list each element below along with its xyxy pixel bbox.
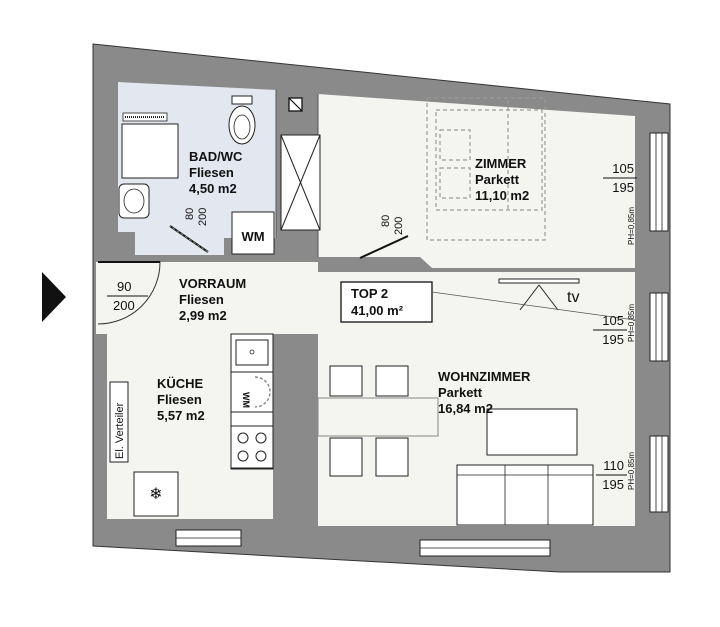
bad-name: BAD/WC xyxy=(189,149,243,164)
wohn-lower-window-height: 195 xyxy=(602,477,624,492)
snowflake-icon: ❄ xyxy=(149,486,162,503)
entrance-door-swing xyxy=(97,261,161,325)
tv-label: tv xyxy=(567,289,579,306)
entrance-door-width: 90 xyxy=(117,279,131,294)
wohn-upper-window-height: 195 xyxy=(602,332,624,347)
zimmer-bed xyxy=(426,97,546,241)
zimmer-window-height: 195 xyxy=(612,180,634,195)
zimmer-door-width: 80 xyxy=(380,215,392,227)
vorraum-floor xyxy=(96,262,318,334)
el-verteiler-label: El. Verteiler xyxy=(114,402,126,459)
bad-door-height: 200 xyxy=(197,208,209,226)
entrance-door-height: 200 xyxy=(113,298,135,313)
dining-table xyxy=(317,397,439,437)
vorraum-area: 2,99 m2 xyxy=(179,308,227,323)
zimmer-window xyxy=(649,132,669,232)
wohn-upper-window-width: 105 xyxy=(602,313,624,328)
kitchen-sink xyxy=(235,339,269,366)
zimmer-window-parapet: PH=0,85m xyxy=(627,207,636,245)
coffee-table xyxy=(486,408,578,456)
kueche-area: 5,57 m2 xyxy=(157,408,205,423)
wohnzimmer-name: WOHNZIMMER xyxy=(438,369,531,384)
wohn-lower-window-width: 110 xyxy=(603,458,624,473)
bad-door-width: 80 xyxy=(184,208,196,220)
toilet-tank xyxy=(231,95,253,105)
zimmer-floor xyxy=(318,94,635,268)
svg-text:WM: WM xyxy=(241,392,251,408)
shower-tray xyxy=(121,123,179,179)
zimmer-name: ZIMMER xyxy=(475,156,527,171)
zimmer-area: 11,10 m2 xyxy=(475,188,529,203)
vorraum-floor-type: Fliesen xyxy=(179,292,224,307)
toilet-bowl xyxy=(228,105,256,145)
el-verteiler-panel xyxy=(109,381,129,463)
wohn-upper-window xyxy=(649,292,669,362)
wohn-lower-window xyxy=(649,435,669,513)
bad-floor-type: Fliesen xyxy=(189,165,234,180)
tv-unit xyxy=(498,278,580,284)
kitchen-dishwasher xyxy=(230,371,274,413)
wohn-upper-window-parapet: PH=0,85m xyxy=(627,304,636,342)
unit-label: TOP 2 xyxy=(351,286,388,301)
kueche-name: KÜCHE xyxy=(157,376,204,391)
dining-chair xyxy=(329,365,363,397)
bad-door-swing xyxy=(169,225,209,253)
bad-area: 4,50 m2 xyxy=(189,181,237,196)
wm-label: WM xyxy=(241,229,264,244)
zimmer-window-width: 105 xyxy=(612,161,634,176)
dining-chair xyxy=(375,365,409,397)
wohn-lower-window-parapet: PH=0,85m xyxy=(627,452,636,490)
zimmer-floor-type: Parkett xyxy=(475,172,520,187)
cooktop-icon xyxy=(230,425,274,469)
sofa xyxy=(456,464,594,526)
dining-chair xyxy=(329,437,363,477)
entrance-arrow-icon xyxy=(42,272,66,322)
wohnzimmer-floor-type: Parkett xyxy=(438,385,483,400)
zimmer-door-leaf[interactable] xyxy=(359,235,409,259)
vorraum-name: VORRAUM xyxy=(179,276,246,291)
zimmer-door-height: 200 xyxy=(393,217,405,235)
kueche-floor-type: Fliesen xyxy=(157,392,202,407)
washing-machine xyxy=(231,211,275,255)
unit-box xyxy=(340,281,433,323)
unit-area: 41,00 m² xyxy=(351,303,404,318)
dining-chair xyxy=(375,437,409,477)
fridge xyxy=(133,471,179,517)
wohnzimmer-area: 16,84 m2 xyxy=(438,401,493,416)
